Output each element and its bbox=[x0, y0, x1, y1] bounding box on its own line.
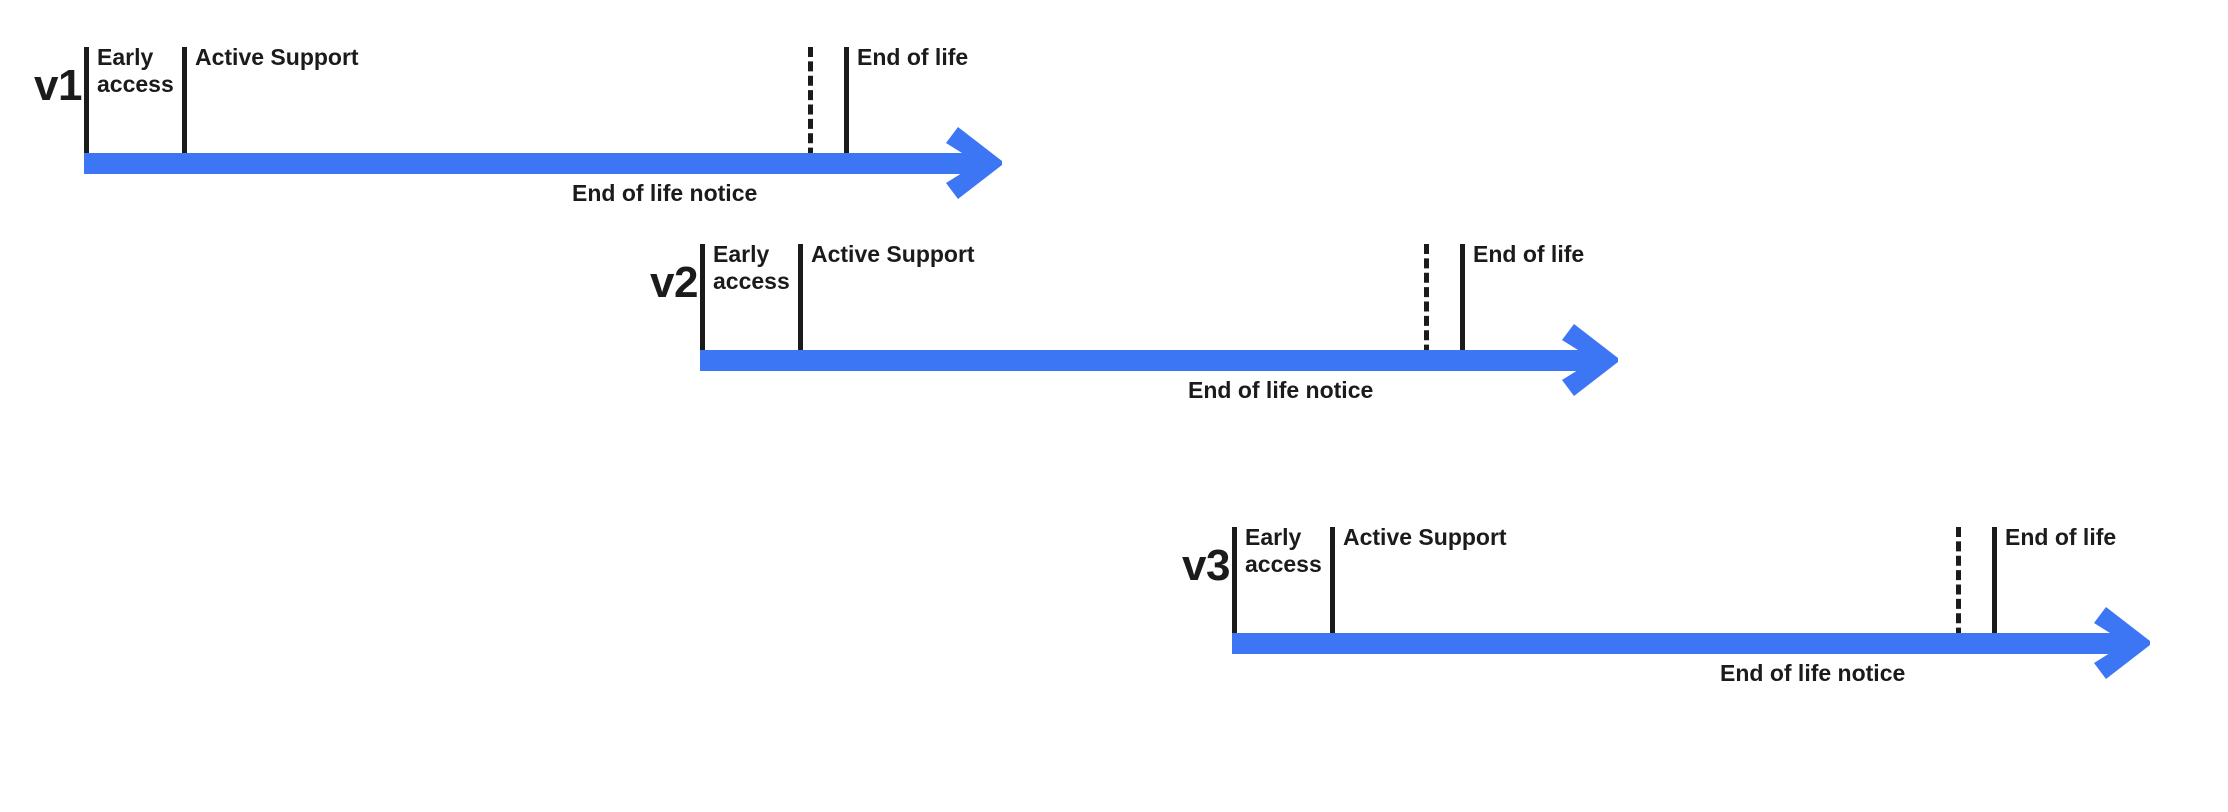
version-label-v3: v3 bbox=[1182, 541, 1230, 590]
tick-early-access-start-v1 bbox=[84, 47, 89, 172]
tick-active-support-start-v1 bbox=[182, 47, 187, 172]
tick-early-access-start-v2 bbox=[700, 244, 705, 369]
timeline-arrow-head-v1 bbox=[946, 125, 1006, 201]
tick-end-of-life-notice-v1 bbox=[808, 47, 813, 172]
notice-label-v3: End of life notice bbox=[1720, 660, 1906, 686]
timeline-arrow-head-v2 bbox=[1562, 322, 1622, 398]
timeline-arrow-head-v3 bbox=[2094, 605, 2154, 681]
timeline-row-v3: v3 Early access Active Support End of li… bbox=[1156, 500, 2166, 690]
tick-end-of-life-notice-v3 bbox=[1956, 527, 1961, 652]
notice-label-v1: End of life notice bbox=[572, 180, 758, 206]
segment-label-early-access-v3: Early access bbox=[1245, 524, 1322, 578]
tick-end-of-life-notice-v2 bbox=[1424, 244, 1429, 369]
tick-end-of-life-start-v1 bbox=[844, 47, 849, 172]
version-label-v2: v2 bbox=[650, 258, 698, 307]
segment-label-end-of-life-v2: End of life bbox=[1473, 241, 1585, 267]
segment-label-end-of-life-v3: End of life bbox=[2005, 524, 2117, 550]
timeline-row-v2: v2 Early access Active Support End of li… bbox=[624, 217, 1634, 407]
timeline-row-v1: v1 Early access Active Support End of li… bbox=[8, 20, 1018, 210]
timeline-bar-v1 bbox=[84, 153, 984, 174]
notice-label-v2: End of life notice bbox=[1188, 377, 1374, 403]
tick-end-of-life-start-v2 bbox=[1460, 244, 1465, 369]
segment-label-active-support-v2: Active Support bbox=[811, 241, 975, 267]
tick-end-of-life-start-v3 bbox=[1992, 527, 1997, 652]
segment-label-active-support-v3: Active Support bbox=[1343, 524, 1507, 550]
timeline-bar-v3 bbox=[1232, 633, 2132, 654]
tick-active-support-start-v3 bbox=[1330, 527, 1335, 652]
tick-active-support-start-v2 bbox=[798, 244, 803, 369]
segment-label-early-access-v1: Early access bbox=[97, 44, 174, 98]
timeline-bar-v2 bbox=[700, 350, 1600, 371]
segment-label-end-of-life-v1: End of life bbox=[857, 44, 969, 70]
version-label-v1: v1 bbox=[34, 61, 82, 110]
segment-label-active-support-v1: Active Support bbox=[195, 44, 359, 70]
segment-label-early-access-v2: Early access bbox=[713, 241, 790, 295]
tick-early-access-start-v3 bbox=[1232, 527, 1237, 652]
